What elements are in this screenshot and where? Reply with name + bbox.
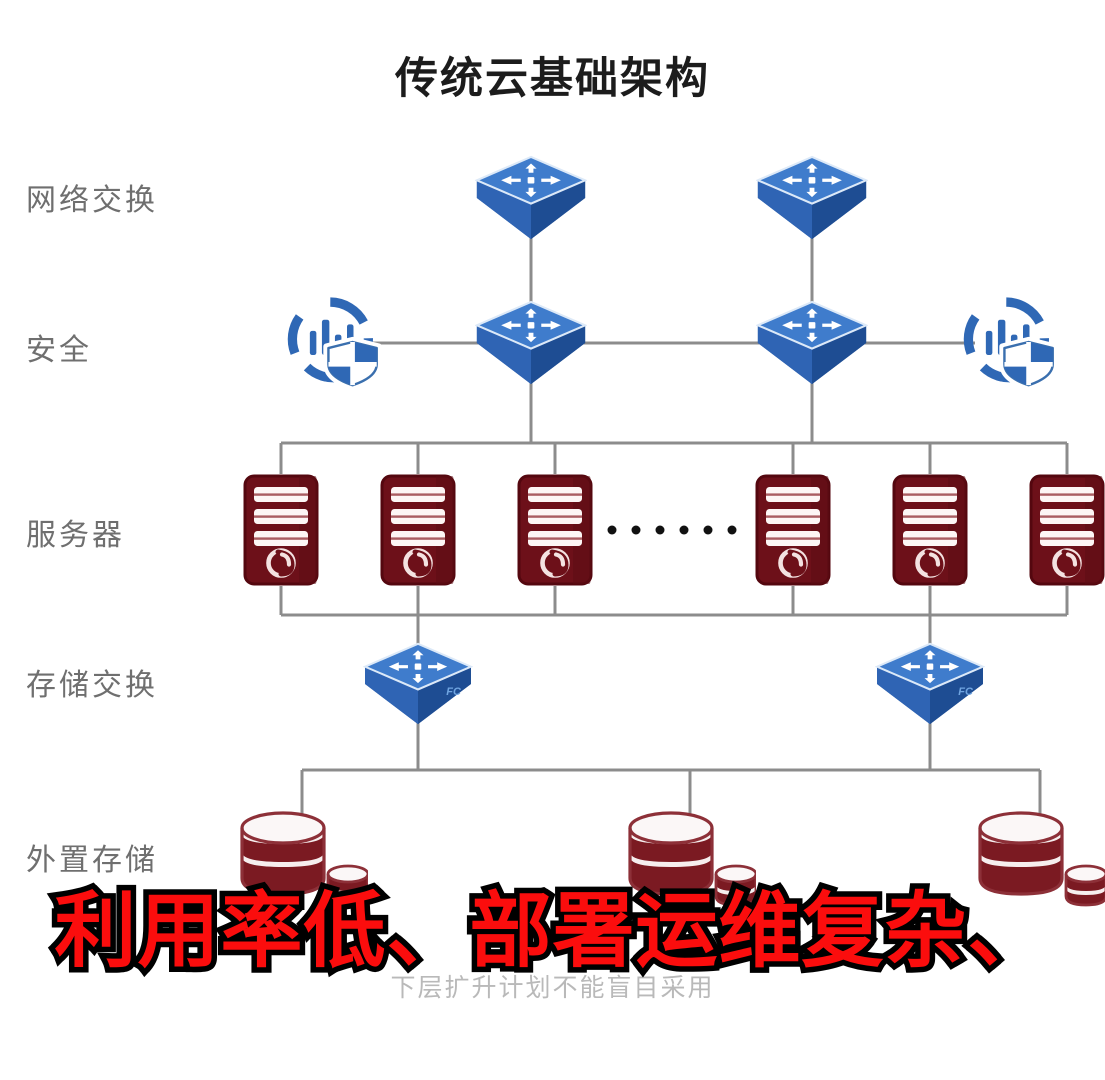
row-label-server: 服务器 <box>26 519 125 552</box>
ellipsis-dot <box>655 525 665 535</box>
switch-icon <box>756 155 868 241</box>
server-5[interactable] <box>892 474 968 586</box>
security-appliance-right[interactable] <box>958 294 1062 391</box>
server-2[interactable] <box>380 474 456 586</box>
row-label-external-storage: 外置存储 <box>26 844 158 877</box>
security-shield-icon <box>958 294 1062 391</box>
aggregation-switch-right[interactable] <box>756 300 868 386</box>
server-ellipsis <box>607 525 737 535</box>
core-switch-right[interactable] <box>756 155 868 241</box>
storage-footnote: 下层扩升计划不能盲目采用 <box>390 974 715 1002</box>
ellipsis-dot <box>727 525 737 535</box>
fc-switch-left[interactable] <box>363 642 473 726</box>
aggregation-switch-left[interactable] <box>475 300 587 386</box>
server-icon <box>755 474 831 586</box>
fc-switch-right[interactable] <box>875 642 985 726</box>
server-6[interactable] <box>1029 474 1105 586</box>
security-appliance-left[interactable] <box>282 294 386 391</box>
switch-icon <box>475 300 587 386</box>
ellipsis-dot <box>679 525 689 535</box>
server-icon <box>892 474 968 586</box>
server-1[interactable] <box>243 474 319 586</box>
switch-icon <box>875 642 985 726</box>
switch-icon <box>475 155 587 241</box>
row-label-security: 安全 <box>26 334 92 367</box>
core-switch-left[interactable] <box>475 155 587 241</box>
overlay-caption: 利用率低、部署运维复杂、 <box>49 882 1055 981</box>
page-title: 传统云基础架构 <box>395 55 710 103</box>
ellipsis-dot <box>607 525 617 535</box>
row-label-storage-switching: 存储交换 <box>26 669 158 702</box>
server-icon <box>517 474 593 586</box>
server-3[interactable] <box>517 474 593 586</box>
ellipsis-dot <box>703 525 713 535</box>
switch-icon <box>756 300 868 386</box>
security-shield-icon <box>282 294 386 391</box>
server-icon <box>380 474 456 586</box>
ellipsis-dot <box>631 525 641 535</box>
server-icon <box>1029 474 1105 586</box>
row-label-network-switching: 网络交换 <box>26 184 158 217</box>
switch-icon <box>363 642 473 726</box>
server-4[interactable] <box>755 474 831 586</box>
server-icon <box>243 474 319 586</box>
